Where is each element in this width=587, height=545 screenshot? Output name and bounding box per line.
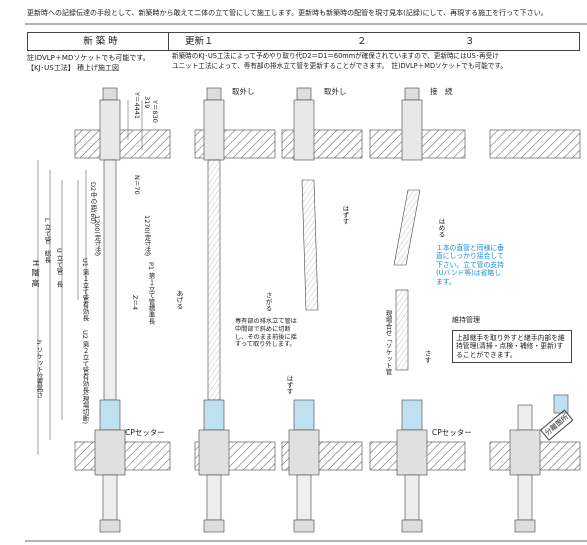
label-ijikanri: 維持管理 bbox=[452, 316, 480, 324]
dim-d2: D2中の距(60) bbox=[89, 182, 97, 224]
slab-5-upper bbox=[489, 129, 581, 159]
left-note-2: 【KJ･US工法】 積上げ施工図 bbox=[27, 64, 119, 72]
label-cp-setter-1: CPセッター bbox=[125, 428, 165, 437]
ijikanri-desc: 上部継手を取り外すと継手内部を維持管理(清掃・点検・補修・更新)することができま… bbox=[452, 330, 572, 364]
label-setsuzoku: 接 続 bbox=[430, 87, 453, 96]
label-sasu: さす bbox=[423, 350, 431, 363]
label-ageru: あげる bbox=[175, 290, 183, 310]
label-sagaru: さがる bbox=[264, 292, 272, 312]
pipe-column-1 bbox=[94, 87, 126, 533]
section-arrow3: ３ bbox=[465, 36, 475, 47]
dim-z4: Z＝4 bbox=[131, 295, 139, 311]
dim-U: U 立て管 長 bbox=[55, 248, 63, 288]
section-arrow2: ２ bbox=[357, 36, 367, 47]
dim-y-4441: Y＝4441 bbox=[133, 92, 141, 120]
upper-slab-group bbox=[74, 129, 581, 159]
pipe-column-2 bbox=[198, 87, 230, 533]
dim-y-total: Y＝830 bbox=[151, 100, 159, 123]
dim-u1-label: U1 第１立て管有効長 bbox=[81, 258, 89, 321]
dim-n70: N＝70 bbox=[133, 175, 141, 195]
label-hameru: はめる bbox=[437, 218, 445, 238]
section-koushin-box bbox=[168, 32, 580, 51]
pipe-note: 現場合せ「ソケット管 bbox=[384, 310, 392, 375]
label-torihazushi-2: 取外し bbox=[324, 87, 347, 96]
pipe-column-3 bbox=[288, 87, 320, 533]
header-intro: 更新時への記録伝達の手段として、新築時から敢えて二体の立て管にして施工します。更… bbox=[27, 9, 548, 17]
right-note-1: 新築時のKJ･US工法によって予めやり取り代D2＝D1＝60mmが確保されていま… bbox=[172, 52, 499, 60]
dimension-lines bbox=[37, 100, 143, 455]
removed-fitting bbox=[553, 394, 569, 414]
dim-u1-1200: 1200(定寸法) bbox=[93, 215, 101, 257]
right-note-2: ユニット工法によって、専有部の排水立て管を更新することができます。 註)DVLP… bbox=[172, 62, 507, 70]
dim-kaidaka: H 階 高 bbox=[31, 260, 40, 288]
lower-slab-group bbox=[74, 441, 581, 471]
pipe-column-5 bbox=[509, 394, 569, 533]
label-hazusu-1: はずす bbox=[341, 205, 349, 225]
section-koushin1: 更新１ bbox=[185, 36, 214, 47]
support-note: １本の直管と同様に垂直にしっかり接合して下さい。立て管の支持(Uバンド等)は省略… bbox=[436, 244, 504, 286]
dim-p1-label: P1 第１立て管標準長 bbox=[147, 262, 155, 325]
left-note-1: 註)DVLP＋MDソケットでも可能です。 bbox=[27, 54, 150, 62]
dim-L: L 立て管 総長 bbox=[43, 218, 51, 263]
dim-u2-label: U2 第２立て管有効長(現場切断) bbox=[81, 330, 89, 425]
slab-1-upper bbox=[74, 129, 171, 159]
label-torihazushi-1: 取外し bbox=[232, 87, 255, 96]
section-shinchiku: 新 築 時 bbox=[27, 32, 174, 51]
dim-319: 319 bbox=[143, 96, 151, 109]
dim-u2-1270: 1270(定寸法) bbox=[143, 215, 151, 257]
label-hazusu-2: はずす bbox=[285, 375, 293, 395]
label-cp-setter-2: CPセッター bbox=[432, 428, 472, 437]
cut-desc: 専有部の排水立て管は中間部で斜めに切断し、そのまま前後に揺すって取り外します。 bbox=[235, 318, 297, 349]
dim-socket-h: h ソケット位置高さ bbox=[35, 340, 43, 399]
pipe-column-4 bbox=[393, 87, 428, 533]
